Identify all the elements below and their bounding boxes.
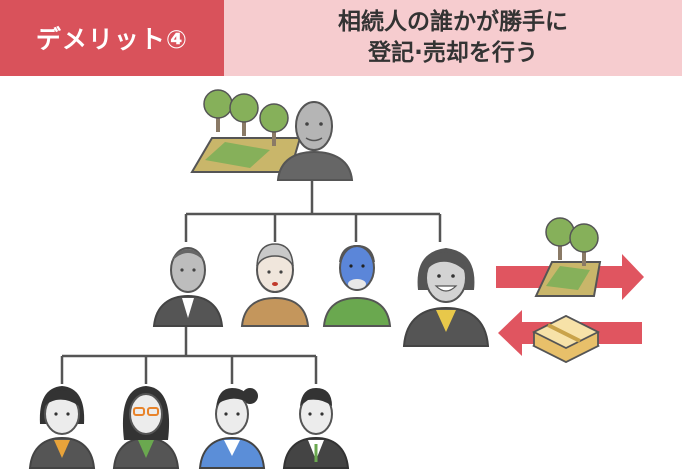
elderly-man-icon <box>276 101 354 181</box>
land-with-trees-icon <box>190 89 302 173</box>
man-in-suit-icon <box>152 247 224 327</box>
smiling-woman-icon <box>402 248 490 347</box>
family-tree-lines <box>60 180 442 384</box>
title-line-1: 相続人の誰かが勝手に <box>338 9 568 35</box>
land-with-trees-icon <box>534 217 602 297</box>
page-title: 相続人の誰かが勝手に 登記·売却を行う <box>224 0 682 76</box>
money-stack-icon <box>531 314 601 364</box>
bald-man-icon <box>322 244 392 327</box>
demerit-badge: デメリット④ <box>0 0 224 76</box>
woman-ponytail-icon <box>198 388 266 469</box>
header-banner: デメリット④ 相続人の誰かが勝手に 登記·売却を行う <box>0 0 682 76</box>
title-line-2: 登記·売却を行う <box>368 40 538 66</box>
woman-orange-shirt-icon <box>28 386 96 469</box>
woman-glasses-icon <box>112 386 180 469</box>
man-suit-icon <box>282 388 350 469</box>
elderly-woman-icon <box>240 243 310 327</box>
